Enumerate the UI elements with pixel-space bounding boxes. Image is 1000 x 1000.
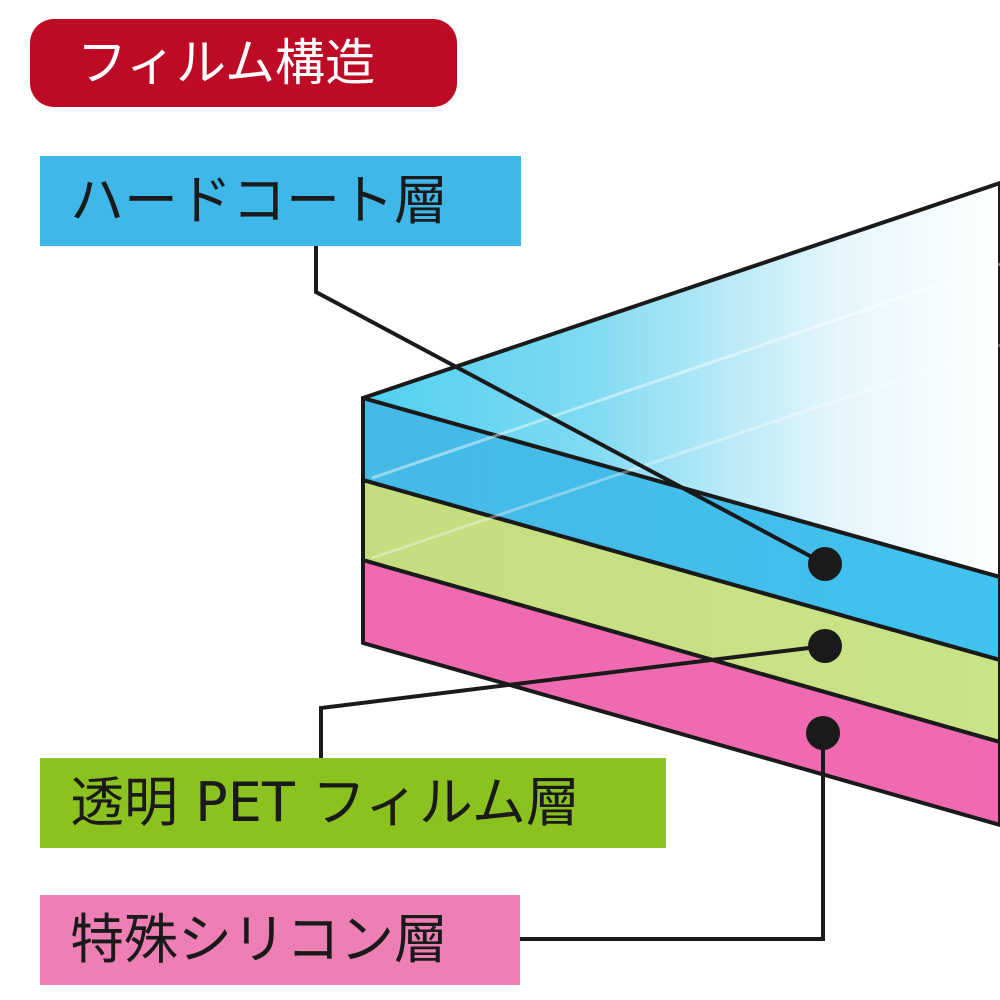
sheen-line-upper (371, 262, 1000, 480)
pet-leader-line (319, 644, 826, 758)
pet-marker-dot (808, 629, 842, 663)
page-title: フィルム構造 (30, 19, 457, 107)
hardcoat-leader-line (314, 246, 826, 566)
hardcoat-layer-label: ハードコート層 (40, 156, 521, 246)
pet-layer-label: 透明 PET フィルム層 (40, 758, 666, 848)
hardcoat-marker-dot (808, 547, 842, 581)
silicone-layer-label: 特殊シリコン層 (40, 895, 520, 985)
silicone-marker-dot (806, 716, 840, 750)
sheen-line-lower (371, 343, 1000, 560)
silicone-leader-line (520, 733, 825, 941)
